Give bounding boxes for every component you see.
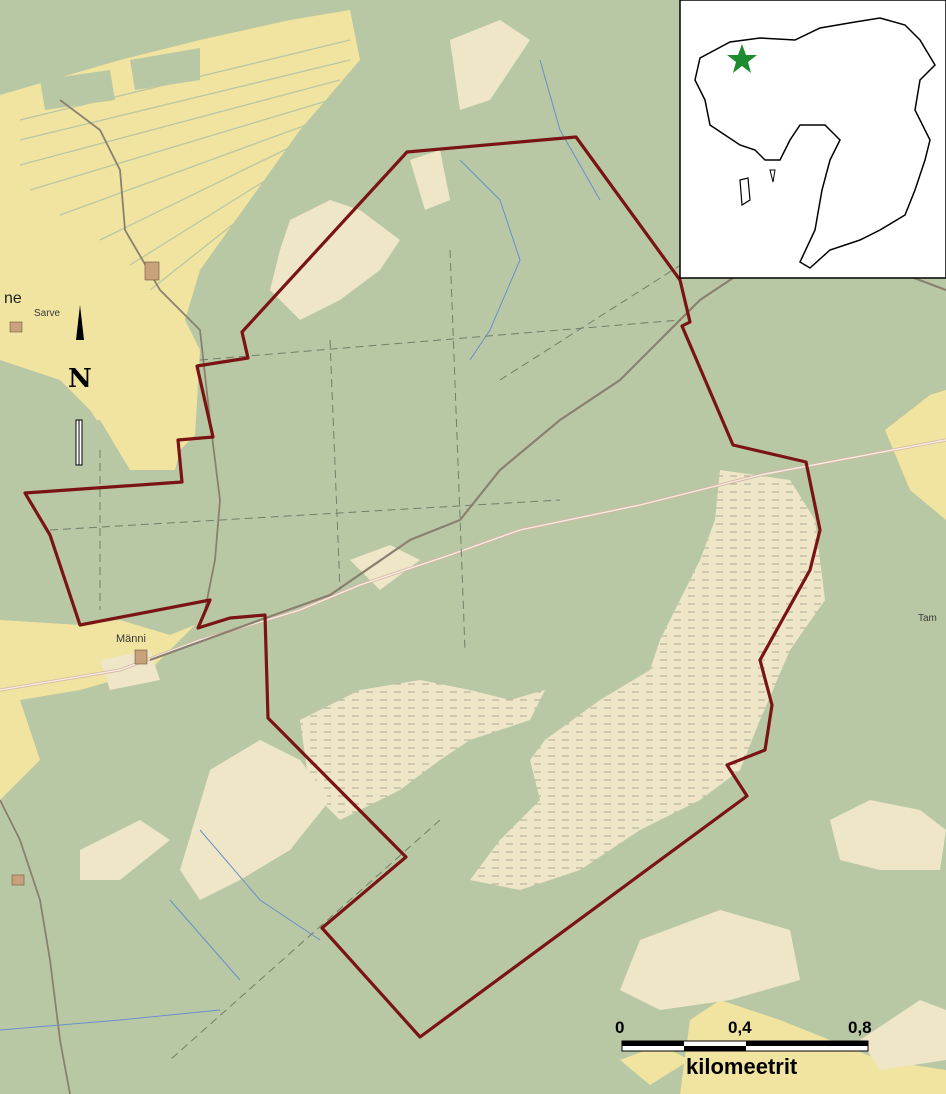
place-label-manni: Männi xyxy=(116,633,146,645)
place-label-ne: ne xyxy=(4,290,22,307)
scale-unit-label: kilomeetrit xyxy=(686,1054,798,1079)
place-label-tam: Tam xyxy=(918,613,937,624)
scale-bar-graphic xyxy=(621,1040,869,1052)
bogs xyxy=(80,20,946,1070)
clearings xyxy=(49,239,721,1061)
north-arrow-letter: N xyxy=(68,364,92,394)
field-strips xyxy=(19,39,351,291)
scale-tick-2: 0,8 xyxy=(848,1018,872,1037)
north-arrow xyxy=(75,305,84,466)
fields xyxy=(0,10,946,1094)
place-label-sarve: Sarve xyxy=(34,308,61,319)
ditches xyxy=(0,59,601,1031)
scale-tick-1: 0,4 xyxy=(728,1018,752,1037)
inset-region-outline xyxy=(694,17,936,269)
green-star-icon xyxy=(727,44,757,73)
protected-area-boundary xyxy=(23,135,822,1039)
scale-tick-0: 0 xyxy=(615,1018,625,1037)
buildings xyxy=(9,261,160,886)
inset-map xyxy=(679,0,946,279)
